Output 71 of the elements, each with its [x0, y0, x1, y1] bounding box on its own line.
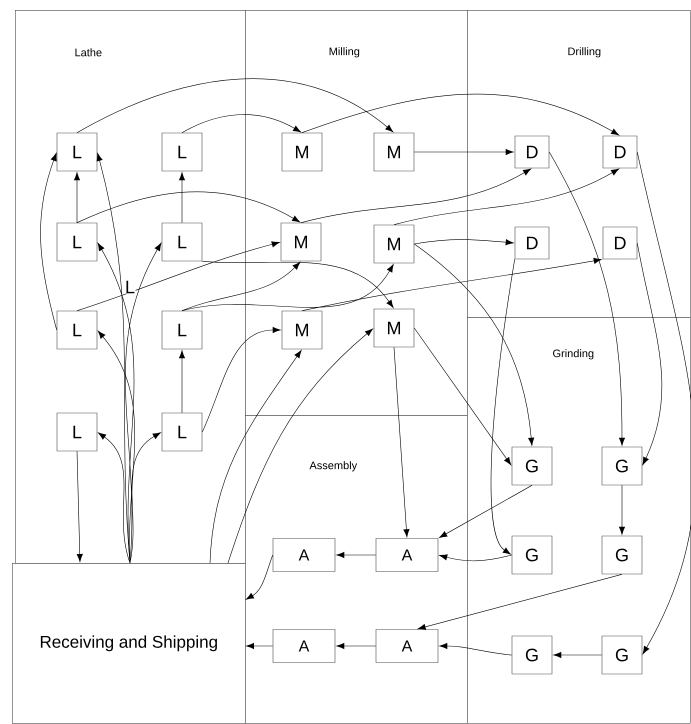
- machine-box: D: [514, 136, 550, 168]
- arrow: [202, 261, 394, 308]
- arrow: [300, 168, 532, 224]
- arrow: [98, 432, 130, 564]
- area-region: Receiving and Shipping: [12, 563, 246, 724]
- machine-box: G: [602, 536, 642, 574]
- machine-box: L: [56, 412, 98, 452]
- arrow: [178, 172, 186, 224]
- arrow: [418, 574, 622, 630]
- arrow: [394, 168, 620, 226]
- arrow: [76, 192, 300, 224]
- machine-box: L: [162, 412, 202, 452]
- machine-box: G: [512, 636, 552, 674]
- arrow: [553, 652, 602, 658]
- machine-box: M: [282, 310, 322, 350]
- arrow: [74, 172, 80, 224]
- machine-box: L: [162, 222, 202, 262]
- machine-box: G: [512, 446, 552, 486]
- arrow: [439, 485, 532, 538]
- arrow: [302, 94, 620, 136]
- arrow: [76, 78, 394, 134]
- arrow: [246, 554, 273, 600]
- arrow: [202, 326, 281, 432]
- arrow: [302, 258, 602, 311]
- machine-box: A: [376, 538, 438, 572]
- arrow: [336, 552, 376, 558]
- arrow: [490, 259, 515, 555]
- arrow: [439, 642, 512, 656]
- arrow: [414, 239, 514, 246]
- arrow: [76, 241, 280, 311]
- arrow: [182, 262, 300, 311]
- arrow: [414, 328, 512, 466]
- machine-box: G: [512, 536, 552, 574]
- machine-box: G: [602, 446, 642, 486]
- arrow: [618, 485, 626, 535]
- machine-box: M: [374, 308, 414, 348]
- arrow: [394, 347, 410, 538]
- arrow: [246, 642, 273, 650]
- arrow: [414, 148, 514, 156]
- machine-box: L: [56, 310, 98, 350]
- arrow: [336, 642, 376, 650]
- arrow: [637, 242, 662, 466]
- arrow: [228, 328, 374, 564]
- machine-box: A: [376, 629, 438, 663]
- arrow: [439, 554, 512, 562]
- machine-box: M: [280, 222, 322, 262]
- machine-box: A: [272, 538, 336, 572]
- machine-box: M: [374, 132, 414, 172]
- machine-box: M: [374, 224, 414, 264]
- arrow: [414, 244, 534, 446]
- arrow: [182, 114, 302, 134]
- machine-box: D: [514, 226, 550, 260]
- machine-box: L: [162, 132, 202, 172]
- arrow: [76, 451, 83, 562]
- arrow: [637, 152, 691, 654]
- machine-box: L: [56, 132, 98, 172]
- machine-box: L: [162, 310, 202, 350]
- arrow: [182, 264, 394, 311]
- machine-box: L: [56, 222, 98, 262]
- machine-box: A: [272, 629, 336, 663]
- arrow: [178, 350, 186, 413]
- arrow: [549, 152, 626, 446]
- machine-box: M: [282, 132, 322, 172]
- arrow: [210, 350, 302, 564]
- stray-label: L: [124, 280, 136, 294]
- arrow: [130, 432, 161, 564]
- arrow: [40, 152, 57, 330]
- machine-box: D: [602, 226, 638, 260]
- machine-box: D: [602, 136, 638, 168]
- arrow: [98, 330, 135, 564]
- machine-box: G: [602, 636, 642, 674]
